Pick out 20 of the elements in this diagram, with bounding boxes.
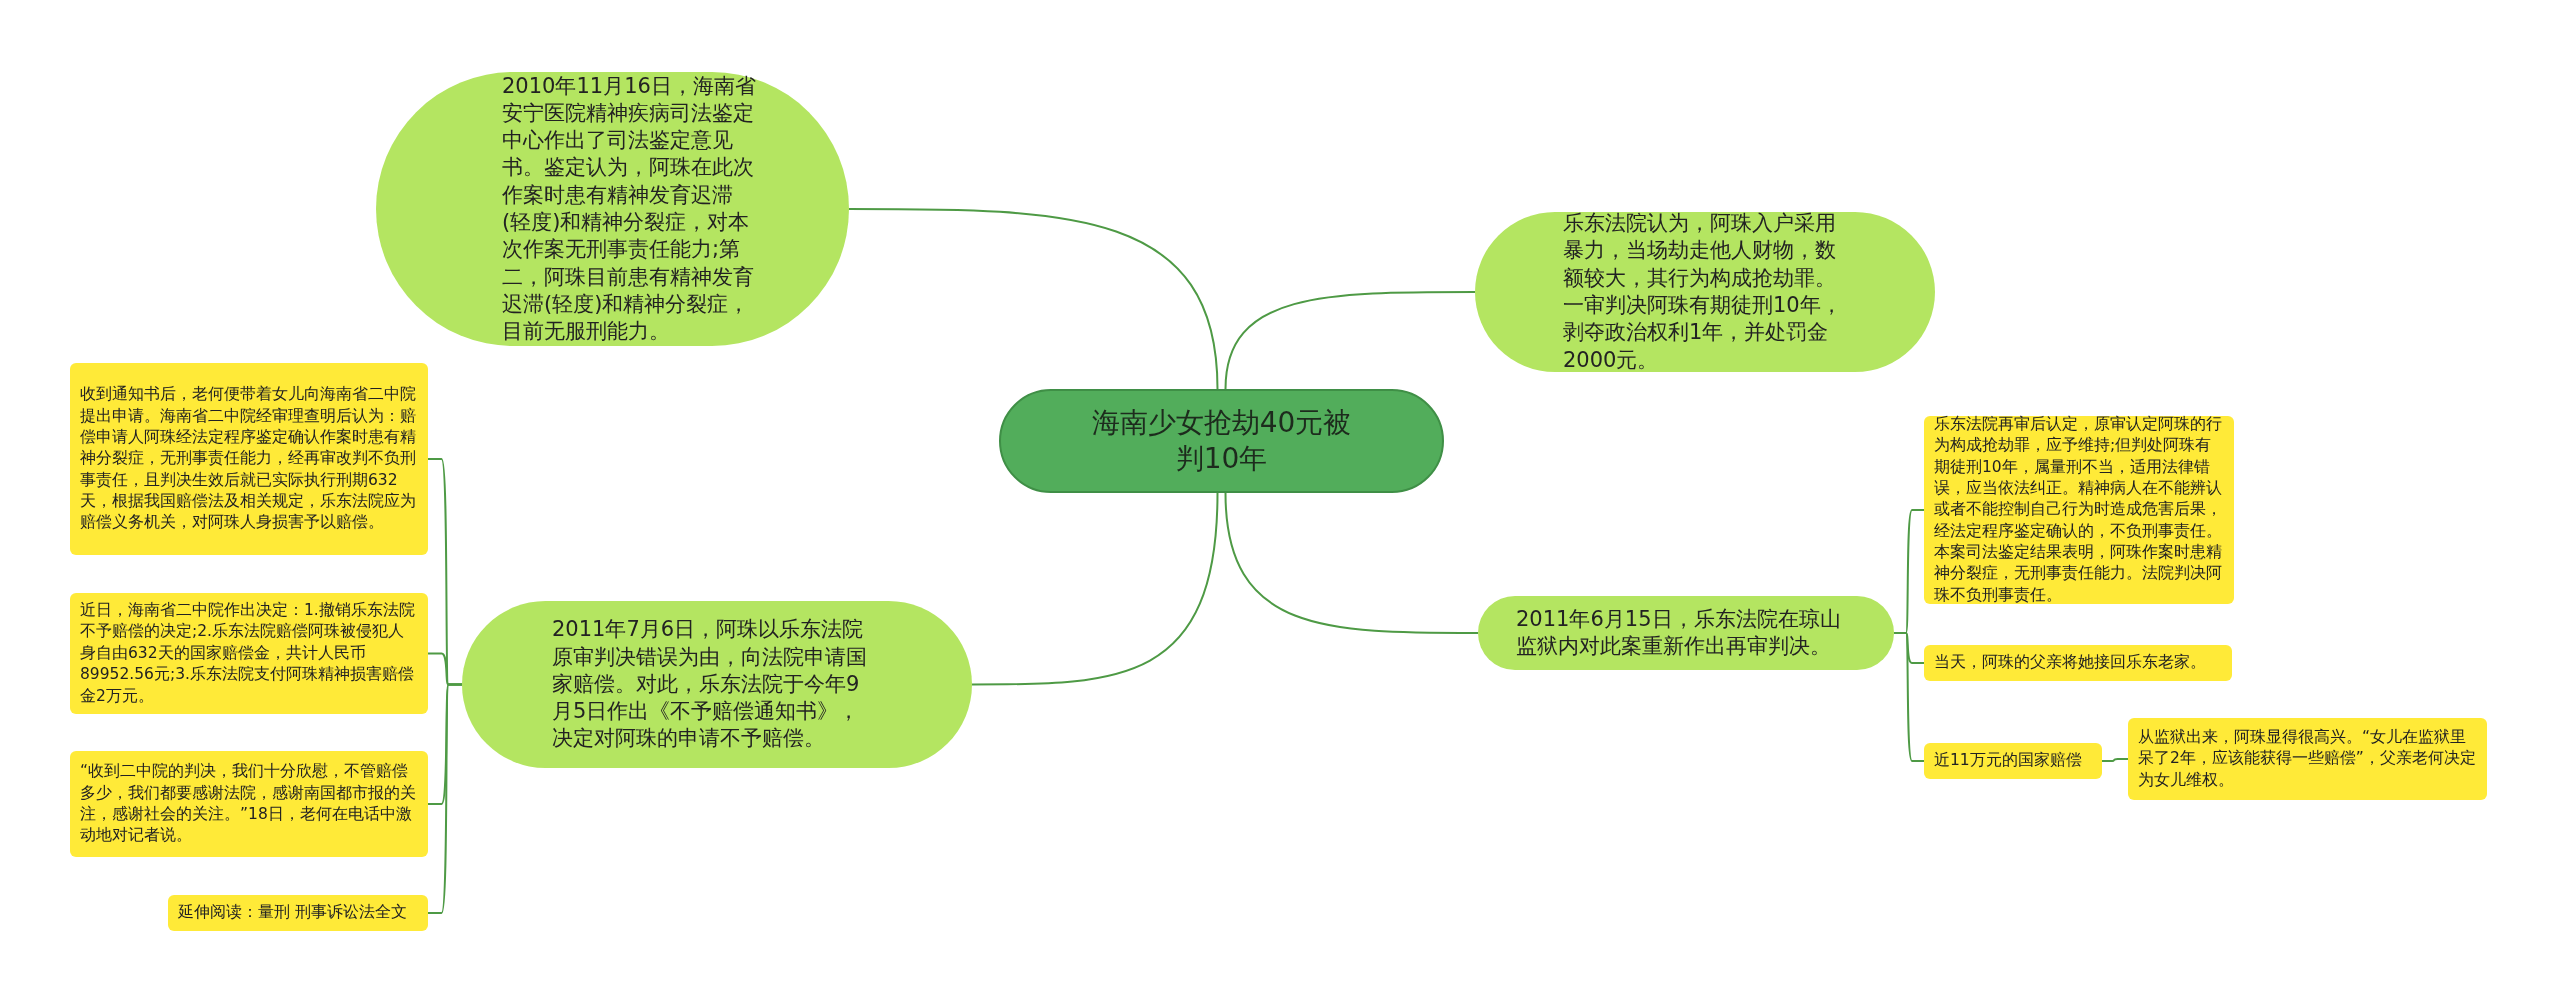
connector-line (1224, 492, 1479, 634)
note-box: 收到通知书后，老何便带着女儿向海南省二中院提出申请。海南省二中院经审理查明后认为：赔偿申请人阿珠经法定程序鉴定确认作案时患有精神分裂症，无刑事责任能力，经再审改判不负刑事责任，且判决生效后就已实际执行刑期632天，根据我国赔偿法及相关规定，乐东法院应为赔偿义务机关，对阿珠人身损害予以赔偿。 (70, 363, 428, 555)
topic-bubble: 2011年6月15日，乐东法院在琼山监狱内对此案重新作出再审判决。 (1478, 596, 1894, 670)
topic-bubble: 2010年11月16日，海南省安宁医院精神疾病司法鉴定中心作出了司法鉴定意见书。鉴定认为，阿珠在此次作案时患有精神发育迟滞(轻度)和精神分裂症，对本次作案无刑事责任能力;第二，阿珠目前患有精神发育迟滞(轻度)和精神分裂症，目前无服刑能力。 (376, 72, 849, 346)
connector-line (427, 683, 463, 914)
connector-line (1893, 632, 1925, 762)
connector-line (848, 208, 1219, 390)
note-box: “收到二中院的判决，我们十分欣慰，不管赔偿多少，我们都要感谢法院，感谢南国都市报的关注，感谢社会的关注。”18日，老何在电话中激动地对记者说。 (70, 751, 428, 857)
note-box: 从监狱出来，阿珠显得很高兴。“女儿在监狱里呆了2年，应该能获得一些赔偿”，父亲老何决定为女儿维权。 (2128, 718, 2487, 800)
connector-line (971, 492, 1219, 686)
note-box: 近日，海南省二中院作出决定：1.撤销乐东法院不予赔偿的决定;2.乐东法院赔偿阿珠被侵犯人身自由632天的国家赔偿金，共计人民币89952.56元;3.乐东法院支付阿珠精神损害赔偿金2万元。 (70, 593, 428, 714)
note-box: 延伸阅读：量刑 刑事诉讼法全文 (168, 895, 428, 931)
central-topic-bubble: 海南少女抢劫40元被判10年 (999, 389, 1444, 493)
note-box: 近11万元的国家赔偿 (1924, 743, 2102, 779)
connector-line (2101, 758, 2129, 762)
note-box: 乐东法院再审后认定，原审认定阿珠的行为构成抢劫罪，应予维持;但判处阿珠有期徒刑10年，属量刑不当，适用法律错误，应当依法纠正。精神病人在不能辨认或者不能控制自己行为时造成危害后果，经法定程序鉴定确认的，不负刑事责任。本案司法鉴定结果表明，阿珠作案时患精神分裂症，无刑事责任能力。法院判决阿珠不负刑事责任。 (1924, 416, 2234, 604)
topic-bubble: 乐东法院认为，阿珠入户采用暴力，当场劫走他人财物，数额较大，其行为构成抢劫罪。一审判决阿珠有期徒刑10年，剥夺政治权利1年，并处罚金2000元。 (1475, 212, 1935, 372)
connector-line (1224, 291, 1476, 390)
note-box: 当天，阿珠的父亲将她接回乐东老家。 (1924, 645, 2232, 681)
topic-bubble: 2011年7月6日，阿珠以乐东法院原审判决错误为由，向法院申请国家赔偿。对此，乐东法院于今年9月5日作出《不予赔偿通知书》，决定对阿珠的申请不予赔偿。 (462, 601, 972, 768)
